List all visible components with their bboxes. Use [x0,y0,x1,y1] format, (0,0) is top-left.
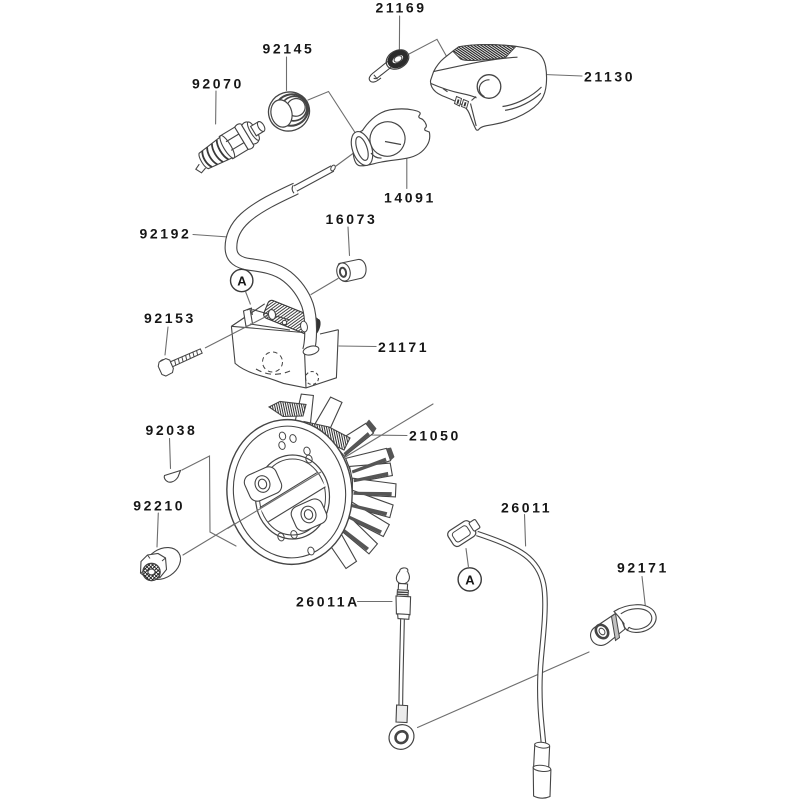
svg-text:14091: 14091 [384,190,436,206]
svg-text:26011A: 26011A [296,594,360,610]
svg-text:21130: 21130 [584,69,635,85]
svg-text:92038: 92038 [146,422,198,438]
svg-text:92153: 92153 [144,310,196,326]
svg-text:16073: 16073 [326,211,378,227]
svg-text:26011: 26011 [501,500,552,516]
svg-text:21171: 21171 [378,339,429,355]
svg-text:21050: 21050 [409,427,461,443]
svg-text:92145: 92145 [263,40,315,56]
svg-text:92070: 92070 [192,76,244,92]
svg-text:21169: 21169 [376,0,427,16]
svg-text:92192: 92192 [140,226,192,242]
svg-text:92171: 92171 [617,560,669,576]
svg-text:A: A [465,573,475,588]
svg-text:92210: 92210 [133,498,185,514]
svg-text:A: A [237,274,247,289]
